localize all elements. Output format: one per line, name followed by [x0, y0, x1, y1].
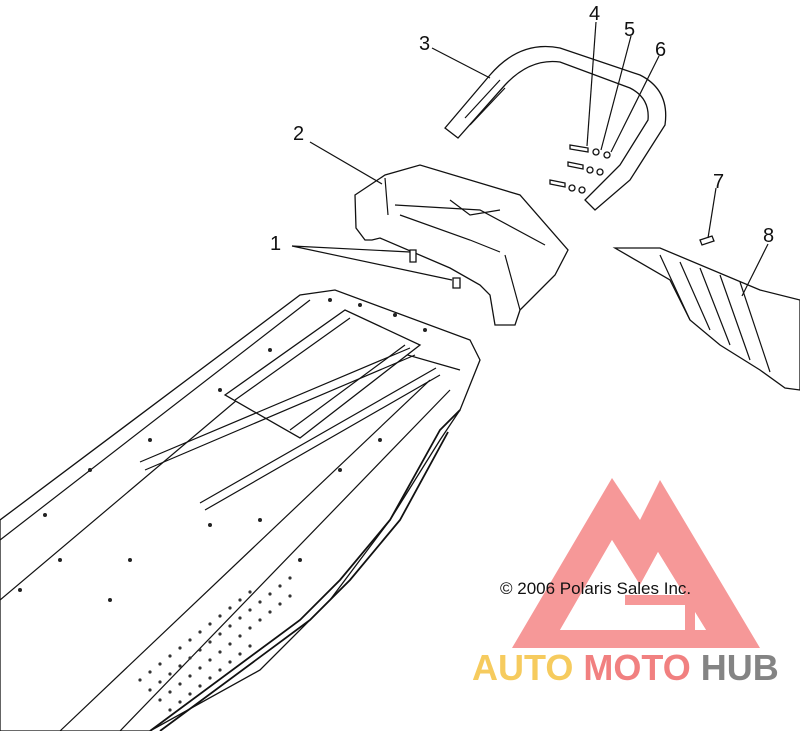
callout-3: 3 [419, 33, 430, 55]
callout-5: 5 [624, 19, 635, 41]
watermark-triangle-icon [512, 478, 760, 648]
leader-lines [291, 21, 769, 297]
callout-2: 2 [293, 123, 304, 145]
watermark-hub: HUB [701, 647, 779, 688]
watermark-auto: AUTO [472, 647, 573, 688]
part-3-grab-bar [444, 45, 667, 211]
part-7-fastener [699, 235, 715, 246]
watermark-moto: MOTO [583, 647, 690, 688]
tunnel-rivets [18, 298, 427, 602]
callout-7: 7 [713, 171, 724, 193]
callout-4: 4 [589, 3, 600, 25]
watermark-wordmark: AUTO MOTO HUB [472, 647, 779, 688]
svg-text:AUTO MOTO HUB: AUTO MOTO HUB [472, 647, 779, 688]
part-2-bracket [354, 164, 569, 326]
callout-8: 8 [763, 225, 774, 247]
callout-6: 6 [655, 39, 666, 61]
part-1-pins [409, 249, 461, 289]
callout-1: 1 [270, 233, 281, 255]
copyright-text: © 2006 Polaris Sales Inc. [500, 579, 691, 598]
part-8-flap [612, 247, 800, 391]
tunnel-chassis [0, 289, 481, 731]
watermark-logo [512, 478, 760, 648]
perforated-panel [138, 576, 292, 712]
parts-4-6-hardware [549, 144, 611, 194]
